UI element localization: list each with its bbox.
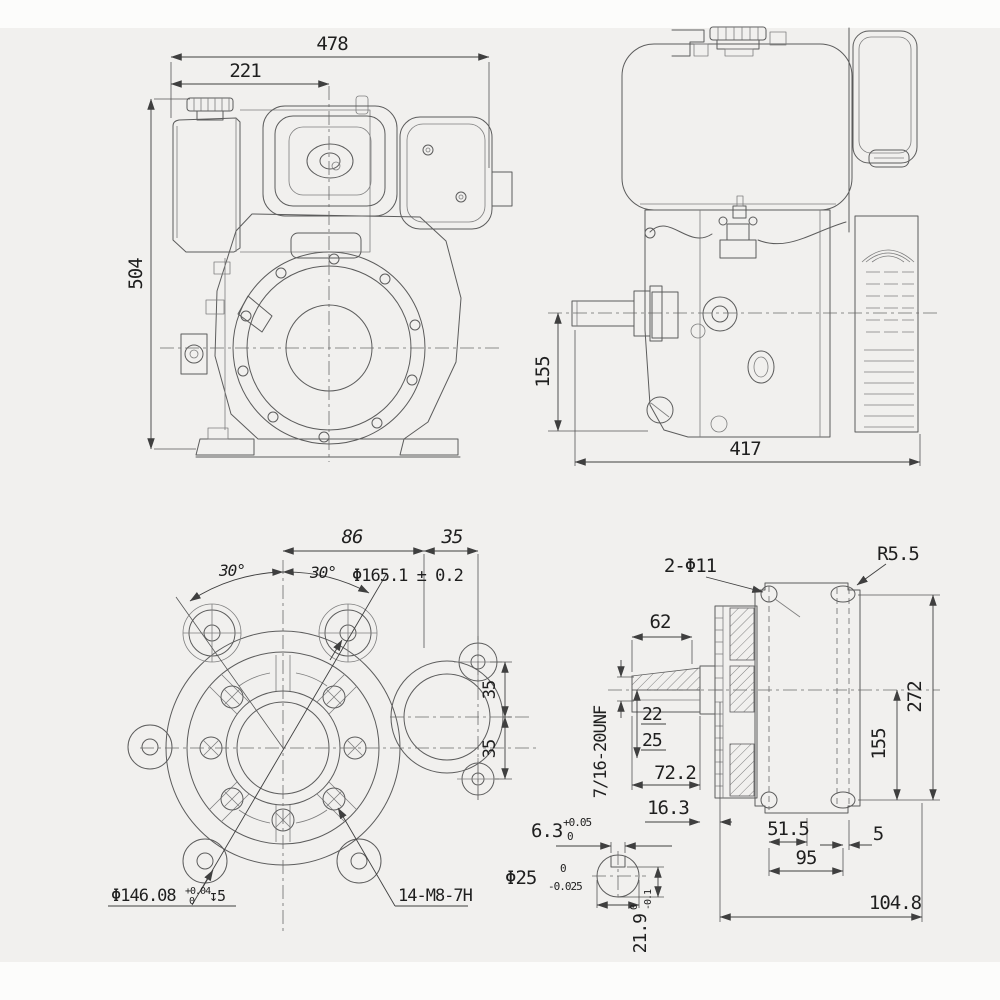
dim-104-8-label: 104.8 bbox=[869, 892, 922, 914]
shaft-dia-label: Φ25 bbox=[505, 867, 536, 889]
shaft-dia-tol-dn: -0.025 bbox=[548, 880, 582, 893]
dim-key-height: 21.9 0 -0.1 bbox=[618, 866, 664, 954]
key-width-label: 6.3 bbox=[531, 820, 563, 842]
holes-2-d11-label: 2-Φ11 bbox=[664, 555, 717, 577]
dim-272-label: 272 bbox=[904, 681, 926, 712]
key-height-tol-dn: -0.1 bbox=[643, 889, 654, 910]
top-margin-band bbox=[0, 0, 1000, 28]
air-cleaner bbox=[262, 105, 398, 217]
cooling-fins bbox=[854, 215, 919, 433]
dim-35-lower-label: 35 bbox=[480, 740, 500, 758]
dim-22-label: 22 bbox=[642, 704, 662, 725]
tapped-holes-callout: 14-M8-7H bbox=[337, 807, 474, 907]
dim-221: 221 bbox=[170, 60, 330, 88]
thread-callout: 7/16-20UNF bbox=[591, 660, 634, 798]
dim-72-2-label: 72.2 bbox=[654, 762, 696, 784]
diagonal-leader bbox=[191, 572, 388, 906]
muffler bbox=[399, 116, 513, 230]
dim-95: 95 bbox=[768, 847, 844, 876]
spigot-tol-up: +0.04 bbox=[185, 886, 211, 897]
mounting-plate bbox=[754, 582, 861, 814]
fuel-line-right bbox=[757, 221, 847, 245]
dim-35-right-pair: 35 35 bbox=[480, 661, 512, 780]
crankshaft-end bbox=[631, 667, 701, 713]
dim-478: 478 bbox=[170, 33, 490, 168]
fillet-r5-5-label: R5.5 bbox=[877, 543, 919, 565]
dim-504: 504 bbox=[125, 98, 196, 450]
recoil-starter bbox=[848, 27, 918, 233]
angle-dims: 30° 30° bbox=[175, 561, 370, 749]
dim-5-label: 5 bbox=[873, 823, 883, 845]
dim-51-5: 51.5 bbox=[767, 818, 810, 846]
dim-478-label: 478 bbox=[316, 33, 348, 55]
angle-right-label: 30° bbox=[309, 563, 336, 582]
side-view: 155 417 bbox=[532, 26, 940, 466]
key-height-label: 21.9 bbox=[630, 914, 651, 954]
holes-callout: 2-Φ11 bbox=[664, 555, 801, 618]
spigot-callout: Φ146.08 +0.04 0 ↧5 bbox=[108, 886, 236, 907]
spigot-depth-label: ↧5 bbox=[209, 887, 225, 905]
engine-feet bbox=[195, 438, 461, 458]
injector bbox=[718, 195, 758, 259]
fillet-callout: R5.5 bbox=[856, 543, 920, 586]
dim-62: 62 bbox=[631, 611, 693, 672]
side-fuel-tank bbox=[621, 26, 853, 211]
dim-16-3: 16.3 bbox=[645, 702, 732, 922]
dim-35-top: 35 bbox=[423, 526, 479, 555]
tapped-hole-circle bbox=[199, 685, 367, 832]
dim-72-2: 72.2 bbox=[631, 716, 701, 790]
pto-shaft-side bbox=[571, 285, 663, 342]
angle-left-label: 30° bbox=[218, 561, 245, 580]
dim-417-label: 417 bbox=[729, 438, 761, 460]
flange-bolts bbox=[237, 253, 421, 443]
fuel-line-left bbox=[649, 225, 713, 239]
dim-22-25: 22 25 bbox=[633, 689, 666, 759]
dim-35-upper-label: 35 bbox=[480, 681, 500, 699]
dim-shaft-dia: Φ25 0 -0.025 bbox=[505, 862, 640, 909]
thread-label: 7/16-20UNF bbox=[591, 705, 611, 798]
key-width-tol-up: +0.05 bbox=[563, 816, 591, 829]
dim-504-label: 504 bbox=[125, 258, 147, 290]
flange-view: 86 35 30° 30° Φ165.1 ± 0.2 35 3 bbox=[108, 526, 537, 935]
shaft-dia-tol-up: 0 bbox=[560, 862, 566, 875]
fuel-pump-and-levers bbox=[180, 258, 273, 440]
dim-272: 272 bbox=[858, 594, 940, 801]
dim-25-label: 25 bbox=[642, 730, 662, 751]
dim-key-width: 6.3 +0.05 0 bbox=[531, 816, 672, 853]
engine-block-side bbox=[644, 195, 847, 438]
front-view: 478 221 504 bbox=[125, 33, 513, 462]
rear-shroud-panel bbox=[240, 95, 371, 253]
bottom-margin-band bbox=[0, 962, 1000, 1000]
dim-86-label: 86 bbox=[342, 526, 363, 548]
dim-51-5-label: 51.5 bbox=[767, 818, 809, 840]
dim-417: 417 bbox=[574, 330, 921, 466]
crankshaft-gear bbox=[699, 605, 758, 799]
dim-95-label: 95 bbox=[796, 847, 817, 869]
dim-221-label: 221 bbox=[229, 60, 261, 82]
tapped-holes-label: 14-M8-7H bbox=[398, 886, 473, 906]
key-width-tol-dn: 0 bbox=[567, 830, 573, 843]
fuel-tank bbox=[172, 97, 241, 253]
dim-35-top-label: 35 bbox=[441, 526, 463, 548]
dim-5: 5 bbox=[820, 820, 884, 850]
dim-16-3-label: 16.3 bbox=[647, 797, 689, 819]
dim-62-label: 62 bbox=[650, 611, 671, 633]
keyway-detail: 6.3 +0.05 0 Φ25 0 -0.025 21.9 0 bbox=[505, 816, 672, 953]
dim-155-shaft-label: 155 bbox=[868, 728, 890, 759]
dim-155-side-label: 155 bbox=[532, 356, 554, 387]
crankcase bbox=[214, 213, 462, 445]
dim-155-shaft: 155 bbox=[868, 689, 901, 801]
shaft-view: 7/16-20UNF 62 22 25 72.2 bbox=[505, 543, 940, 953]
dim-86: 86 bbox=[282, 526, 479, 648]
dim-155-side: 155 bbox=[532, 312, 648, 432]
bolt-circle-label: Φ165.1 ± 0.2 bbox=[352, 566, 463, 586]
spigot-dia-label: Φ146.08 bbox=[111, 886, 176, 906]
dim-104-8: 104.8 bbox=[719, 803, 923, 922]
key-height-tol-up: 0 bbox=[629, 904, 640, 910]
spigot-tol-dn: 0 bbox=[189, 896, 195, 907]
